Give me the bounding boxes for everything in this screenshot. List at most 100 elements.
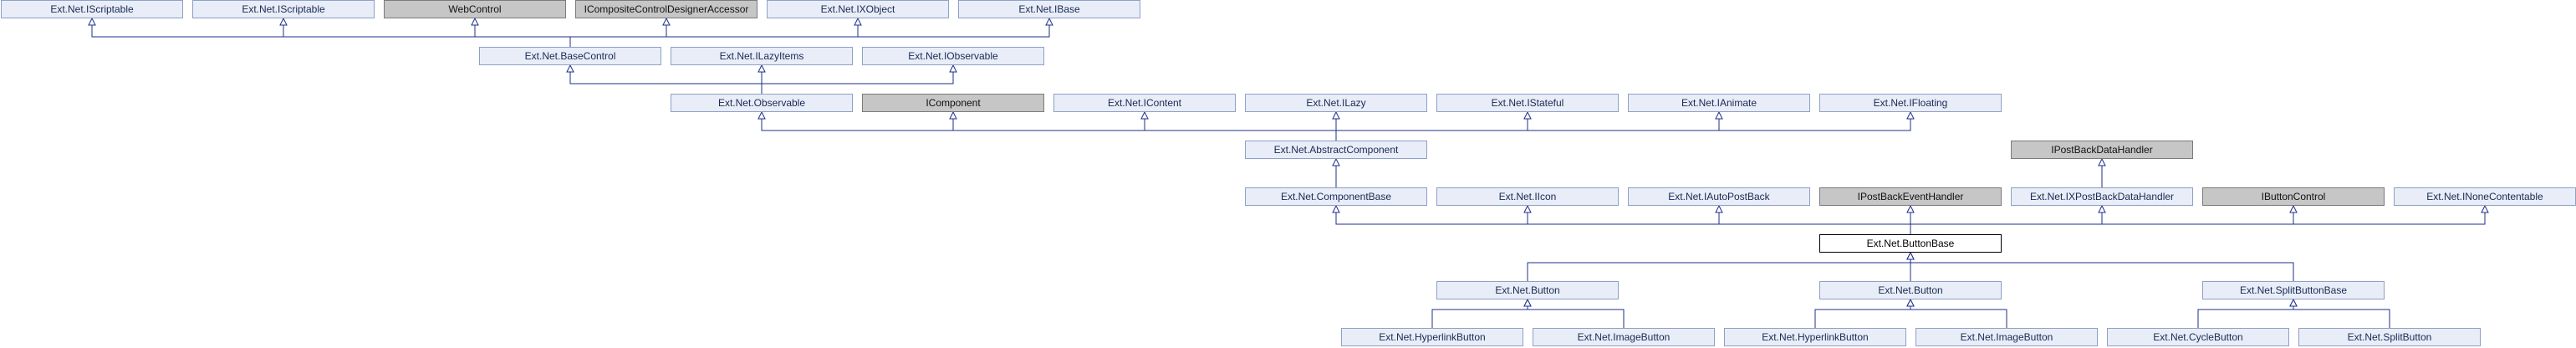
class-node-ext-net-iobservable[interactable]: Ext.Net.IObservable xyxy=(862,47,1044,65)
class-node-label: Ext.Net.ComponentBase xyxy=(1280,191,1392,202)
class-node-label: IButtonControl xyxy=(2261,191,2326,202)
inheritance-arrowhead xyxy=(279,17,288,26)
class-node-label: Ext.Net.IBase xyxy=(1018,3,1080,15)
class-node-ext-net-ixobject[interactable]: Ext.Net.IXObject xyxy=(767,0,949,18)
class-node-label: Ext.Net.Button xyxy=(1878,284,1943,296)
class-node-ext-net-iicon[interactable]: Ext.Net.IIcon xyxy=(1436,187,1619,206)
class-node-label: Ext.Net.IObservable xyxy=(908,50,998,62)
class-node-label: Ext.Net.ILazy xyxy=(1306,97,1366,109)
inheritance-arrowhead xyxy=(1906,298,1915,307)
class-node-icompositecontroldesigneraccessor[interactable]: ICompositeControlDesignerAccessor xyxy=(575,0,757,18)
class-node-label: Ext.Net.IIcon xyxy=(1498,191,1557,202)
inheritance-edge xyxy=(761,71,954,94)
inheritance-arrowhead xyxy=(2098,157,2106,166)
class-node-ext-net-iautopostback[interactable]: Ext.Net.IAutoPostBack xyxy=(1628,187,1810,206)
inheritance-arrowhead xyxy=(757,110,766,120)
inheritance-arrowhead xyxy=(471,17,479,26)
inheritance-edge xyxy=(569,24,1050,47)
class-node-label: Ext.Net.ImageButton xyxy=(1960,331,2053,343)
inheritance-arrowhead xyxy=(1523,298,1532,307)
class-node-ext-net-button[interactable]: Ext.Net.Button xyxy=(1436,281,1619,299)
class-node-ext-net-iscriptable[interactable]: Ext.Net.IScriptable xyxy=(1,0,183,18)
class-node-webcontrol[interactable]: WebControl xyxy=(384,0,566,18)
inheritance-arrowhead xyxy=(949,64,957,73)
class-node-icomponent[interactable]: IComponent xyxy=(862,94,1044,112)
class-node-label: Ext.Net.HyperlinkButton xyxy=(1762,331,1869,343)
class-node-ext-net-cyclebutton[interactable]: Ext.Net.CycleButton xyxy=(2107,328,2289,346)
class-node-ibuttoncontrol[interactable]: IButtonControl xyxy=(2202,187,2385,206)
class-node-ext-net-icontent[interactable]: Ext.Net.IContent xyxy=(1053,94,1236,112)
class-node-label: Ext.Net.IAnimate xyxy=(1681,97,1757,109)
inheritance-arrowhead xyxy=(662,17,671,26)
class-node-ext-net-splitbuttonbase[interactable]: Ext.Net.SplitButtonBase xyxy=(2202,281,2385,299)
class-node-label: Ext.Net.IXPostBackDataHandler xyxy=(2029,191,2175,202)
class-node-label: Ext.Net.IScriptable xyxy=(50,3,134,15)
class-node-label: Ext.Net.HyperlinkButton xyxy=(1379,331,1486,343)
class-node-ext-net-observable[interactable]: Ext.Net.Observable xyxy=(671,94,853,112)
class-node-ipostbackeventhandler[interactable]: IPostBackEventHandler xyxy=(1819,187,2002,206)
class-node-ext-net-basecontrol[interactable]: Ext.Net.BaseControl xyxy=(479,47,661,65)
class-node-ext-net-hyperlinkbutton[interactable]: Ext.Net.HyperlinkButton xyxy=(1341,328,1523,346)
class-node-label: IPostBackDataHandler xyxy=(2051,144,2153,156)
inheritance-arrowhead xyxy=(949,110,957,120)
inheritance-arrowhead xyxy=(1715,110,1723,120)
inheritance-arrowhead xyxy=(1140,110,1149,120)
class-node-ext-net-ifloating[interactable]: Ext.Net.IFloating xyxy=(1819,94,2002,112)
class-node-ext-net-inonecontentable[interactable]: Ext.Net.INoneContentable xyxy=(2394,187,2576,206)
class-node-label: WebControl xyxy=(448,3,502,15)
inheritance-arrowhead xyxy=(1523,110,1532,120)
inheritance-arrowhead xyxy=(1523,204,1532,213)
inheritance-arrowhead xyxy=(1906,110,1915,120)
class-node-label: Ext.Net.Observable xyxy=(717,97,806,109)
class-node-ext-net-imagebutton[interactable]: Ext.Net.ImageButton xyxy=(1915,328,2098,346)
class-node-label: Ext.Net.IScriptable xyxy=(242,3,325,15)
inheritance-arrowhead xyxy=(2098,204,2106,213)
inheritance-arrowhead xyxy=(2289,204,2298,213)
class-node-label: Ext.Net.IFloating xyxy=(1873,97,1948,109)
inheritance-arrowhead xyxy=(2481,204,2489,213)
class-node-ext-net-splitbutton[interactable]: Ext.Net.SplitButton xyxy=(2298,328,2481,346)
class-node-label: IPostBackEventHandler xyxy=(1857,191,1964,202)
class-node-ext-net-ibase[interactable]: Ext.Net.IBase xyxy=(958,0,1140,18)
class-node-ipostbackdatahandler[interactable]: IPostBackDataHandler xyxy=(2011,141,2193,159)
class-node-ext-net-istateful[interactable]: Ext.Net.IStateful xyxy=(1436,94,1619,112)
class-node-label: Ext.Net.Button xyxy=(1495,284,1560,296)
inheritance-edge xyxy=(1527,305,1625,328)
class-node-label: Ext.Net.IStateful xyxy=(1491,97,1564,109)
inheritance-edge xyxy=(2293,305,2390,328)
class-node-label: Ext.Net.ILazyItems xyxy=(719,50,804,62)
class-node-ext-net-hyperlinkbutton[interactable]: Ext.Net.HyperlinkButton xyxy=(1724,328,1906,346)
class-node-ext-net-ilazy[interactable]: Ext.Net.ILazy xyxy=(1245,94,1427,112)
class-node-ext-net-buttonbase[interactable]: Ext.Net.ButtonBase xyxy=(1819,234,2002,253)
class-node-label: Ext.Net.SplitButtonBase xyxy=(2239,284,2348,296)
inheritance-arrowhead xyxy=(1332,110,1340,120)
inheritance-edge xyxy=(1910,258,2294,281)
class-node-ext-net-imagebutton[interactable]: Ext.Net.ImageButton xyxy=(1533,328,1715,346)
class-node-label: Ext.Net.SplitButton xyxy=(2347,331,2432,343)
inheritance-arrowhead xyxy=(1332,204,1340,213)
inheritance-arrowhead xyxy=(2289,298,2298,307)
class-node-ext-net-iscriptable[interactable]: Ext.Net.IScriptable xyxy=(192,0,375,18)
inheritance-edge xyxy=(1910,212,2486,234)
class-node-label: IComponent xyxy=(926,97,981,109)
class-node-label: Ext.Net.IContent xyxy=(1107,97,1182,109)
class-node-label: Ext.Net.INoneContentable xyxy=(2426,191,2543,202)
class-node-label: ICompositeControlDesignerAccessor xyxy=(584,3,749,15)
class-node-label: Ext.Net.IXObject xyxy=(820,3,895,15)
class-node-label: Ext.Net.AbstractComponent xyxy=(1273,144,1399,156)
inheritance-arrowhead xyxy=(1715,204,1723,213)
class-node-ext-net-componentbase[interactable]: Ext.Net.ComponentBase xyxy=(1245,187,1427,206)
class-node-ext-net-ixpostbackdatahandler[interactable]: Ext.Net.IXPostBackDataHandler xyxy=(2011,187,2193,206)
class-node-ext-net-ilazyitems[interactable]: Ext.Net.ILazyItems xyxy=(671,47,853,65)
class-node-label: Ext.Net.CycleButton xyxy=(2153,331,2243,343)
class-node-label: Ext.Net.ImageButton xyxy=(1577,331,1671,343)
class-node-label: Ext.Net.ButtonBase xyxy=(1866,238,1955,249)
class-node-ext-net-abstractcomponent[interactable]: Ext.Net.AbstractComponent xyxy=(1245,141,1427,159)
inheritance-arrowhead xyxy=(1906,251,1915,260)
inheritance-arrowhead xyxy=(854,17,862,26)
inheritance-edge xyxy=(1910,305,2007,328)
inheritance-arrowhead xyxy=(88,17,96,26)
class-node-ext-net-button[interactable]: Ext.Net.Button xyxy=(1819,281,2002,299)
class-node-ext-net-ianimate[interactable]: Ext.Net.IAnimate xyxy=(1628,94,1810,112)
